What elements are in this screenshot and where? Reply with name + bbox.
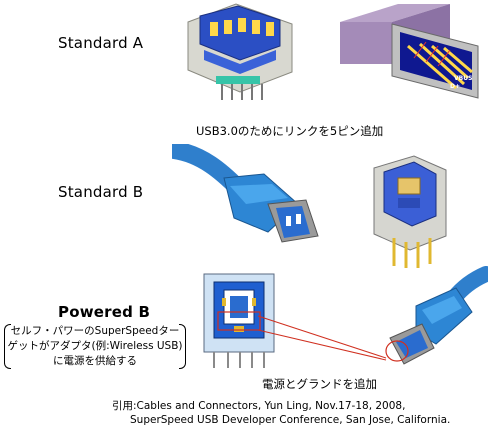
pin-label-gnd: GND xyxy=(420,97,435,104)
label-standard-b: Standard B xyxy=(58,183,144,201)
caption-usb3-link: USB3.0のためにリンクを5ピン追加 xyxy=(196,124,384,138)
pin-label-dminus: D- xyxy=(439,91,447,98)
side-note-text: セルフ・パワーのSuperSpeedターゲットがアダプタ(例:Wireless … xyxy=(7,325,183,367)
citation-line-1: 引用:Cables and Connectors, Yun Ling, Nov.… xyxy=(112,400,406,412)
standard-a-plug-image: GND D- D+ VBUS xyxy=(340,4,479,104)
side-note-left-bracket xyxy=(4,324,11,369)
side-note-right-bracket xyxy=(179,324,186,369)
powered-b-receptacle-image xyxy=(203,273,275,368)
callout-lines xyxy=(257,315,387,361)
standard-b-plug-image xyxy=(172,144,319,243)
powered-b-plug-image xyxy=(385,266,488,365)
label-powered-b: Powered B xyxy=(58,303,151,321)
pin-label-vbus: VBUS xyxy=(454,75,472,82)
standard-a-receptacle-image xyxy=(187,3,293,100)
pin-label-dplus: D+ xyxy=(450,83,460,90)
caption-power-ground: 電源とグランドを追加 xyxy=(262,377,377,391)
label-standard-a: Standard A xyxy=(58,34,144,52)
standard-b-receptacle-image xyxy=(373,155,447,268)
side-note: セルフ・パワーのSuperSpeedターゲットがアダプタ(例:Wireless … xyxy=(4,324,186,369)
citation-line-2: SuperSpeed USB Developer Conference, San… xyxy=(130,414,451,426)
